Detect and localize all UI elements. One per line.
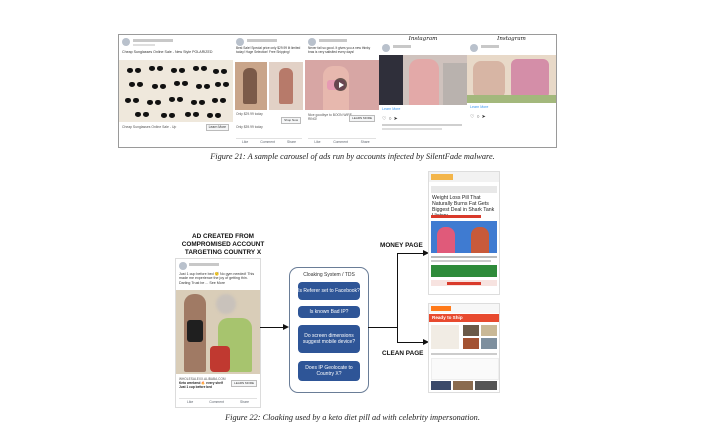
- site-logo: [431, 174, 453, 180]
- comment-button[interactable]: Comment: [333, 140, 348, 144]
- post-domain: WHOLESALEXX.ALIBABA.COM: [179, 377, 226, 381]
- carousel-ad-5-instagram: Instagram Learn More ♡○➤: [467, 35, 556, 147]
- ad-label-line-1: AD CREATED FROM: [191, 233, 254, 240]
- ad-text: Never fail so good. It gives you a new t…: [308, 46, 371, 54]
- product-photo-right: [269, 62, 303, 110]
- post-footer-text: Keto weekend 🔥 every shelf Just 1 cup be…: [179, 381, 223, 389]
- ad-text: Cheap Sunglasses Online Sale - New Style…: [122, 50, 213, 54]
- account-name-redacted: [393, 45, 411, 48]
- instagram-photo: [379, 55, 467, 105]
- post-image: [176, 290, 260, 374]
- figure-22-caption: Figure 22: Cloaking used by a keto diet …: [225, 413, 480, 422]
- ad-text: Best Sale! Special price only $29.99 lit…: [236, 46, 301, 54]
- avatar: [382, 44, 390, 52]
- learn-more-button[interactable]: LEARN MORE: [231, 380, 257, 387]
- ad-origin-label: AD CREATED FROM COMPROMISED ACCOUNT TARG…: [162, 233, 284, 257]
- ad-footer: Nice goodbye to BOON WIRE RING!: [308, 113, 352, 121]
- figure-21-caption: Figure 21: A sample carousel of ads run …: [210, 152, 495, 161]
- account-name-redacted: [481, 45, 499, 48]
- price-1: Only $29.99 today: [236, 112, 263, 116]
- comment-button[interactable]: Comment: [209, 400, 224, 404]
- account-name-redacted: [133, 39, 173, 42]
- like-button[interactable]: Like: [242, 140, 249, 144]
- cloaking-title: Cloaking System / TDS: [303, 272, 355, 278]
- likes-redacted: [382, 124, 462, 126]
- instagram-logo: Instagram: [497, 36, 526, 42]
- avatar: [236, 38, 244, 46]
- avatar: [470, 44, 478, 52]
- post-text: Just 1 cup before bed 😴 No gym needed! T…: [179, 272, 255, 285]
- ad-header: [470, 44, 553, 54]
- carousel-ad-4-instagram: Instagram Learn More ♡○➤: [379, 35, 468, 147]
- branch-vertical: [397, 253, 398, 343]
- arrowhead-icon: [423, 339, 429, 345]
- keto-ad-post: Just 1 cup before bed 😴 No gym needed! T…: [175, 258, 261, 408]
- check-screen-dimensions: Do screen dimensions suggest mobile devi…: [298, 325, 360, 353]
- arrowhead-icon: [423, 250, 429, 256]
- ad-header: [382, 44, 464, 54]
- arrow-to-cloaking: [260, 327, 284, 328]
- ad-header: [308, 38, 376, 48]
- instagram-logo: Instagram: [408, 36, 438, 42]
- share-button[interactable]: Share: [286, 140, 296, 144]
- comment-button[interactable]: Comment: [260, 140, 275, 144]
- avatar: [308, 38, 316, 46]
- learn-more-button[interactable]: Learn More: [205, 124, 229, 131]
- account-name-redacted: [189, 263, 219, 266]
- insta-action-icons[interactable]: ♡○➤: [382, 116, 400, 122]
- instagram-photo: [467, 55, 556, 103]
- learn-more-button[interactable]: LEARN MORE: [349, 115, 375, 122]
- account-name-redacted: [319, 39, 347, 42]
- play-icon[interactable]: [334, 78, 347, 91]
- celebrity-video: [431, 221, 497, 253]
- ad-label-line-2: COMPROMISED ACCOUNT: [181, 241, 265, 248]
- cloaking-system-box: Cloaking System / TDS Is Referer set to …: [289, 267, 369, 393]
- share-button[interactable]: Share: [360, 140, 370, 144]
- caption-redacted: [382, 128, 442, 130]
- ad-carousel: Cheap Sunglasses Online Sale - New Style…: [118, 34, 557, 148]
- carousel-ad-1: Cheap Sunglasses Online Sale - New Style…: [119, 35, 234, 147]
- post-actions: Like Comment Share: [236, 138, 302, 145]
- learn-more-link[interactable]: Learn More: [382, 107, 401, 111]
- money-page-label: MONEY PAGE: [380, 242, 423, 249]
- check-geolocation: Does IP Geolocate to Country X?: [298, 361, 360, 381]
- post-actions: Like Comment Share: [179, 398, 257, 405]
- arrowhead-icon: [283, 324, 289, 330]
- learn-more-link[interactable]: Learn More: [470, 105, 489, 109]
- price-2: Only $39.99 today: [236, 125, 263, 129]
- ad-header: [236, 38, 302, 48]
- buy-banner[interactable]: [431, 265, 497, 277]
- like-button[interactable]: Like: [314, 140, 321, 144]
- ad-footer: Cheap Sunglasses Online Sale - Up: [122, 125, 177, 129]
- ready-to-ship-banner[interactable]: Ready to Ship: [429, 314, 499, 322]
- post-actions: Like Comment Share: [308, 138, 376, 145]
- branch-to-clean: [397, 342, 424, 343]
- sunglasses-image: [119, 60, 233, 122]
- ad-header: [122, 38, 230, 48]
- money-page-screenshot: Weight Loss Pill That Naturally Burns Fa…: [428, 171, 500, 295]
- account-name-redacted: [247, 39, 277, 42]
- branch-to-money: [397, 253, 424, 254]
- insta-action-icons[interactable]: ♡○➤: [470, 114, 488, 120]
- clean-page-label: CLEAN PAGE: [382, 350, 424, 357]
- branch-stem: [368, 327, 398, 328]
- product-photo-left: [235, 62, 267, 110]
- sponsored-redacted: [133, 44, 155, 46]
- share-button[interactable]: Share: [239, 400, 249, 404]
- ad-label-line-3: TARGETING COUNTRY X: [184, 249, 262, 256]
- check-bad-ip: Is known Bad IP?: [298, 306, 360, 318]
- avatar: [122, 38, 130, 46]
- carousel-ad-3: Never fail so good. It gives you a new t…: [305, 35, 380, 147]
- carousel-ad-2: Best Sale! Special price only $29.99 lit…: [233, 35, 306, 147]
- check-referer: Is Referer set to Facebook?: [298, 282, 360, 300]
- avatar: [179, 262, 187, 270]
- shop-now-button[interactable]: Shop Now: [281, 117, 301, 124]
- like-button[interactable]: Like: [187, 400, 194, 404]
- clean-page-screenshot: Ready to Ship: [428, 303, 500, 393]
- video-thumbnail: [305, 60, 379, 110]
